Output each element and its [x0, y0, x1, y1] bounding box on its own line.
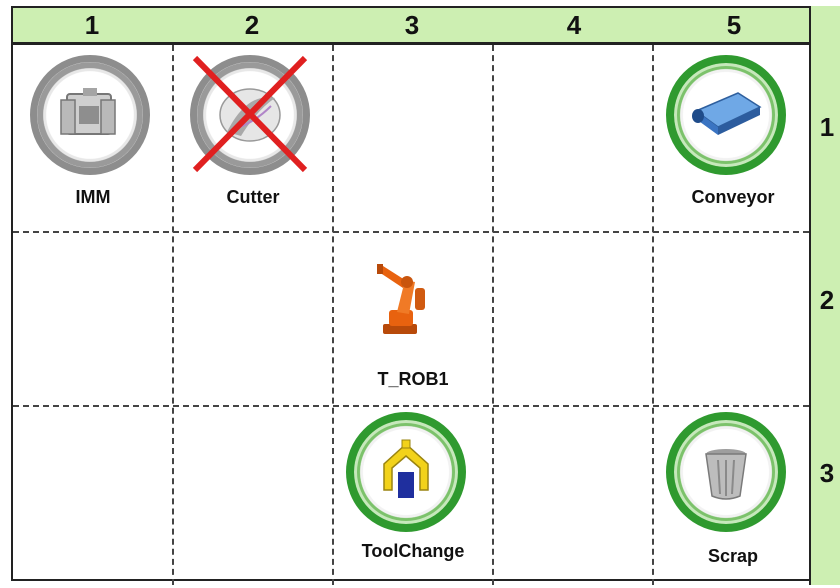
imm-machine-icon [30, 55, 150, 175]
column-label-2: 2 [244, 10, 260, 40]
row-label-3: 3 [819, 458, 835, 488]
grid-divider [332, 45, 334, 585]
row-header [809, 6, 840, 585]
column-label-4: 4 [566, 10, 582, 40]
column-label-5: 5 [726, 10, 742, 40]
trash-bin-icon [666, 412, 786, 532]
station-label: Conveyor [691, 187, 775, 207]
station-grid [11, 6, 809, 581]
disabled-mark-icon [192, 55, 308, 173]
column-label-1: 1 [84, 10, 100, 40]
conveyor-icon [666, 55, 786, 175]
column-header: 1 2 3 4 5 [13, 8, 809, 45]
station-conveyor[interactable]: Conveyor [653, 48, 813, 228]
grid-divider [492, 45, 494, 585]
row-label-2: 2 [819, 285, 835, 315]
station-robot[interactable]: T_ROB1 [333, 233, 493, 413]
station-cutter[interactable]: Cutter [173, 48, 333, 228]
grid-divider [172, 45, 174, 585]
station-label: Cutter [226, 187, 280, 207]
station-label: T_ROB1 [377, 369, 449, 389]
station-imm[interactable]: IMM [13, 48, 173, 228]
robot-arm-icon [377, 264, 425, 334]
row-label-1: 1 [819, 112, 835, 142]
gripper-icon [346, 412, 466, 532]
station-label: IMM [75, 187, 111, 207]
station-label: Scrap [707, 546, 759, 566]
column-label-3: 3 [404, 10, 420, 40]
grid-divider [13, 405, 809, 407]
grid-divider [652, 45, 654, 585]
grid-divider [13, 231, 809, 233]
station-scrap[interactable]: Scrap [653, 408, 813, 588]
station-label: ToolChange [361, 541, 465, 561]
station-toolchange[interactable]: ToolChange [333, 408, 493, 588]
